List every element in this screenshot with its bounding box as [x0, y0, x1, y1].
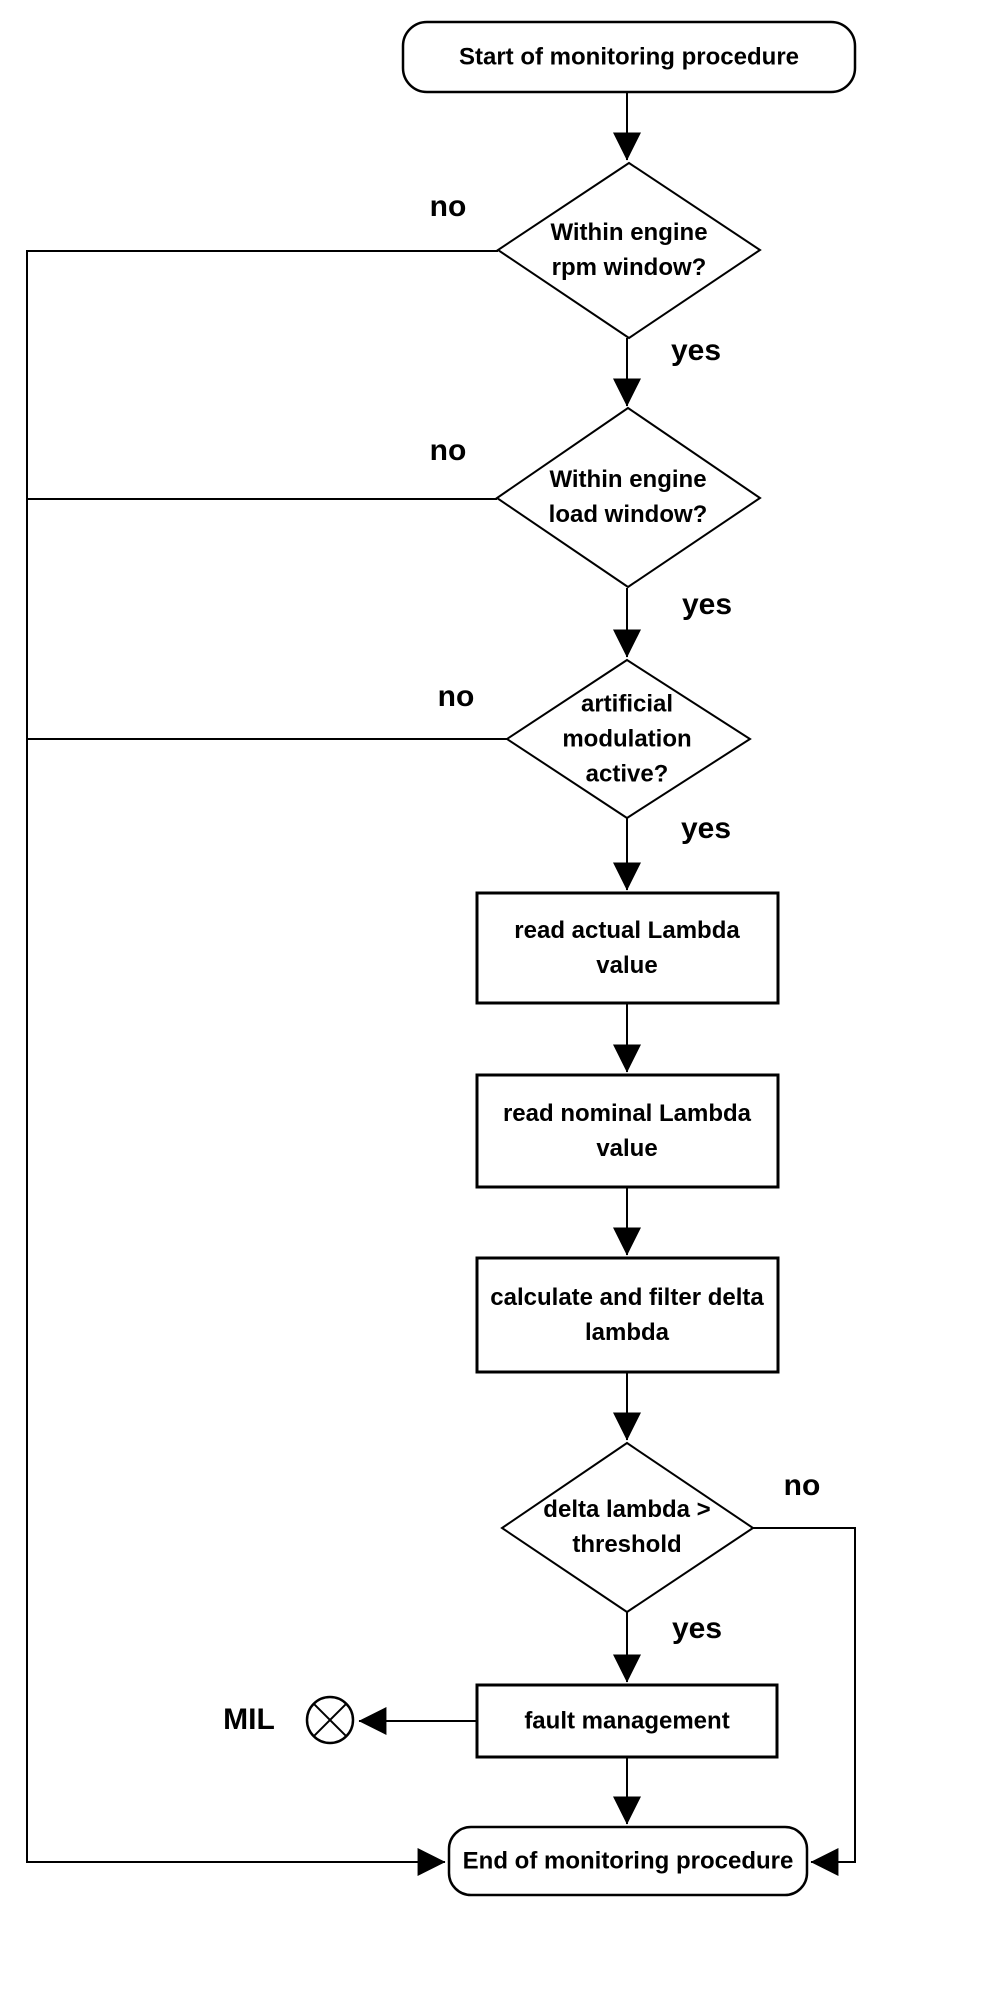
process-fault-management-shape — [475, 1683, 779, 1759]
start-terminator-shape — [401, 20, 857, 94]
decision-load-window-shape — [495, 406, 762, 589]
process-read-actual-lambda-shape — [475, 891, 780, 1005]
edge-threshold-no — [753, 1527, 856, 1876]
edge-rpm-no-rail — [26, 250, 498, 1876]
mil-lamp-icon — [305, 1695, 355, 1745]
end-terminator-shape — [447, 1825, 809, 1897]
process-read-nominal-lambda-shape — [475, 1073, 780, 1189]
process-calculate-filter-shape — [475, 1256, 780, 1374]
decision-rpm-window-shape — [496, 161, 762, 340]
decision-delta-threshold-shape — [500, 1441, 755, 1614]
decision-artificial-modulation-shape — [505, 658, 752, 820]
